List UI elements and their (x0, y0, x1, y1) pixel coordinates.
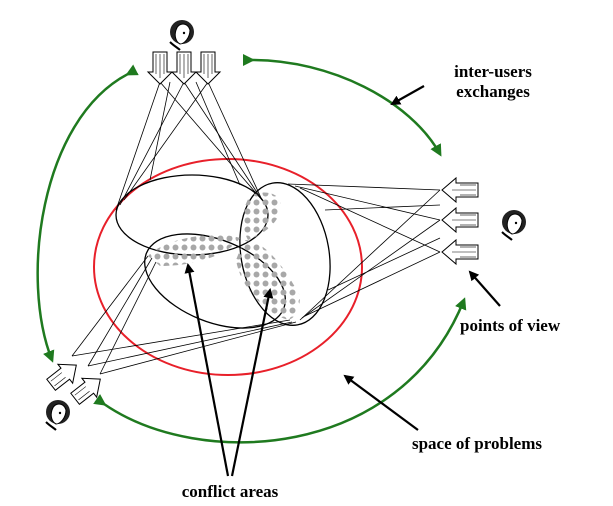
exchange-arrow-top-right (242, 53, 442, 157)
exchange-arrow-bottom (93, 297, 467, 444)
pointer-space-of-problems (343, 374, 419, 431)
exchange-arrows (36, 53, 467, 444)
pointer-conflict-left (184, 263, 230, 477)
user-head-icon (501, 210, 526, 241)
label-inter-users-line2: exchanges (456, 82, 530, 101)
pointer-inter-users (390, 85, 425, 105)
conflict-area-left (148, 234, 240, 266)
label-inter-users-line1: inter-users (454, 62, 532, 81)
space-of-problems-circle (93, 158, 363, 376)
pointer-conflict-right (230, 288, 274, 477)
user-head-icon (45, 400, 70, 431)
label-space-of-problems: space of problems (411, 434, 542, 453)
conflict-area-lower-right (236, 240, 300, 320)
viewpoint-arrows-right (441, 176, 479, 266)
conflict-area-top-right (242, 192, 281, 240)
label-conflict-areas: conflict areas (181, 482, 279, 501)
exchange-arrow-left (36, 64, 139, 363)
viewpoint-rays-top (115, 81, 263, 211)
viewpoint-arrows-top (146, 51, 222, 85)
pointer-points-of-view (468, 270, 501, 307)
viewpoint-arrows-bottom-left (46, 363, 101, 405)
label-points-of-view: points of view (460, 316, 561, 335)
label-inter-users-exchanges: inter-users exchanges (418, 62, 568, 102)
label-pointers (184, 85, 501, 477)
user-head-icon (169, 20, 194, 51)
